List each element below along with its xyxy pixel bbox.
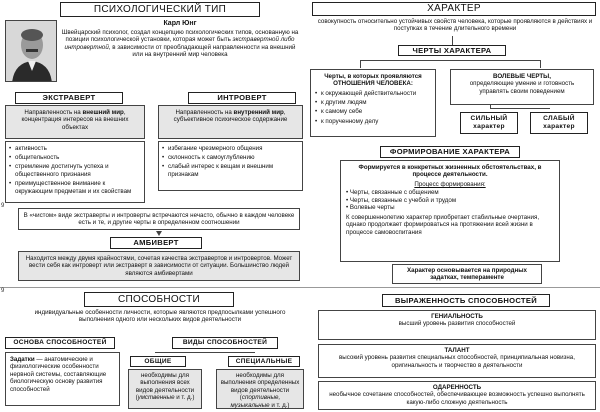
jung-bio: Швейцарский психолог, создал концепцию п… xyxy=(60,29,300,59)
connector-line xyxy=(490,108,550,109)
extravert-trait: общительность xyxy=(9,154,141,161)
extravert-desc-bold: внешний мир xyxy=(82,109,123,116)
page-number: 9 xyxy=(1,203,4,210)
relation-title: Черты, в которых проявляются ОТНОШЕНИЯ Ч… xyxy=(315,73,431,88)
character-title: ХАРАКТЕР xyxy=(312,2,596,16)
relation-item: к другим людям xyxy=(315,99,431,106)
formation-lead: Формируется в конкретных жизненных обсто… xyxy=(346,164,554,179)
basis-box: Задатки — анатомические и физиологически… xyxy=(5,352,120,406)
introvert-trait: слабый интерес к вещам и внешним признак… xyxy=(162,163,299,178)
level-desc: высокий уровень развития специальных спо… xyxy=(323,354,591,369)
introvert-header: ИНТРОВЕРТ xyxy=(188,92,296,104)
level-name: ОДАРЕННОСТЬ xyxy=(323,384,591,391)
extravert-trait: активность xyxy=(9,145,141,152)
jung-portrait xyxy=(5,20,57,82)
relation-item: к окружающей действительности xyxy=(315,90,431,97)
general-desc: необходимы для выполнения всех видов дея… xyxy=(128,369,202,409)
formation-item: Волевые черты xyxy=(346,204,554,211)
abilities-title: СПОСОБНОСТИ xyxy=(84,292,234,307)
level-desc: необычное сочетание способностей, обеспе… xyxy=(323,391,591,406)
formation-note: К совершеннолетию характер приобретает с… xyxy=(346,214,554,236)
relation-item: к самому себе xyxy=(315,108,431,115)
extravert-trait: преимущественное внимание к окружающим п… xyxy=(9,180,141,195)
volitional-title: ВОЛЕВЫЕ ЧЕРТЫ, xyxy=(455,73,589,80)
introvert-trait: склонность к самоуглублению xyxy=(162,154,299,161)
down-arrow-icon xyxy=(156,231,162,236)
special-desc: необходимы для выполнения определенных в… xyxy=(216,369,304,409)
introvert-trait: избегание чрезмерного общения xyxy=(162,145,299,152)
person-name: Карл Юнг xyxy=(60,20,300,28)
relation-traits: Черты, в которых проявляются ОТНОШЕНИЯ Ч… xyxy=(310,69,436,137)
connector-line xyxy=(360,60,540,61)
pure-types-note: В «чистом» виде экстраверты и интроверты… xyxy=(18,208,300,230)
formation-box: Формируется в конкретных жизненных обсто… xyxy=(340,160,560,262)
level-genius: ГЕНИАЛЬНОСТЬ высший уровень развития спо… xyxy=(318,310,596,340)
relation-item: к порученному делу xyxy=(315,118,431,125)
page-number: 9 xyxy=(1,288,4,295)
special-header: СПЕЦИАЛЬНЫЕ xyxy=(228,356,300,367)
introvert-desc: Направленность на внутренний мир, субъек… xyxy=(158,105,303,139)
volitional-traits: ВОЛЕВЫЕ ЧЕРТЫ, определяющие умение и гот… xyxy=(450,69,594,105)
extravert-header: ЭКСТРАВЕРТ xyxy=(15,92,123,104)
ambivert-desc: Находится между двумя крайностями, сочет… xyxy=(18,251,300,281)
formation-item: Черты, связанные с общением xyxy=(346,189,554,196)
process-label: Процесс формирования: xyxy=(346,181,554,188)
basis-header: ОСНОВА СПОСОБНОСТЕЙ xyxy=(5,337,115,349)
volitional-desc: определяющие умение и готовность управля… xyxy=(455,80,589,95)
character-definition: совокупность относительно устойчивых сво… xyxy=(316,18,594,33)
introvert-traits: избегание чрезмерного общения склонность… xyxy=(158,141,303,191)
bio-text-2: , в зависимости от преобладающей направл… xyxy=(109,44,296,58)
kinds-header: ВИДЫ СПОСОБНОСТЕЙ xyxy=(172,337,278,349)
general-desc-2: и т. д.) xyxy=(175,394,195,401)
extravert-trait: стремление достигнуть успеха и обществен… xyxy=(9,163,141,178)
introvert-desc-1: Направленность на xyxy=(175,109,233,116)
basis-bold: Задатки xyxy=(10,356,35,363)
level-name: ГЕНИАЛЬНОСТЬ xyxy=(323,313,591,320)
weak-character: СЛАБЫЙ характер xyxy=(530,112,588,134)
connector-line xyxy=(540,60,541,68)
strong-character: СИЛЬНЫЙ характер xyxy=(460,112,518,134)
formation-basis: Характер основывается на природных задат… xyxy=(392,264,542,284)
introvert-desc-bold: внутренний мир xyxy=(234,109,284,116)
connector-line xyxy=(360,60,361,68)
general-desc-italic: умственные xyxy=(138,394,175,401)
level-desc: высший уровень развития способностей xyxy=(323,320,591,327)
psych-type-title: ПСИХОЛОГИЧЕСКИЙ ТИП xyxy=(60,2,260,17)
level-name: ТАЛАНТ xyxy=(323,347,591,354)
connector-line xyxy=(490,105,491,109)
abilities-definition: индивидуальные особенности личности, кот… xyxy=(30,309,290,324)
extravert-traits: активность общительность стремление дост… xyxy=(5,141,145,203)
expression-header: ВЫРАЖЕННОСТЬ СПОСОБНОСТЕЙ xyxy=(382,294,550,307)
traits-header: ЧЕРТЫ ХАРАКТЕРА xyxy=(398,45,506,56)
special-desc-2: и т. д.) xyxy=(270,402,290,409)
portrait-image xyxy=(6,21,57,82)
ambivert-header: АМБИВЕРТ xyxy=(110,237,202,249)
page-divider xyxy=(0,287,600,288)
connector-line xyxy=(155,352,255,353)
general-header: ОБЩИЕ xyxy=(130,356,186,367)
level-talent: ТАЛАНТ высокий уровень развития специаль… xyxy=(318,344,596,378)
formation-header: ФОРМИРОВАНИЕ ХАРАКТЕРА xyxy=(380,146,520,158)
formation-item: Черты, связанные с учебой и трудом xyxy=(346,197,554,204)
extravert-desc-1: Направленность на xyxy=(24,109,82,116)
level-giftedness: ОДАРЕННОСТЬ необычное сочетание способно… xyxy=(318,381,596,410)
extravert-desc: Направленность на внешний мир, концентра… xyxy=(5,105,145,139)
